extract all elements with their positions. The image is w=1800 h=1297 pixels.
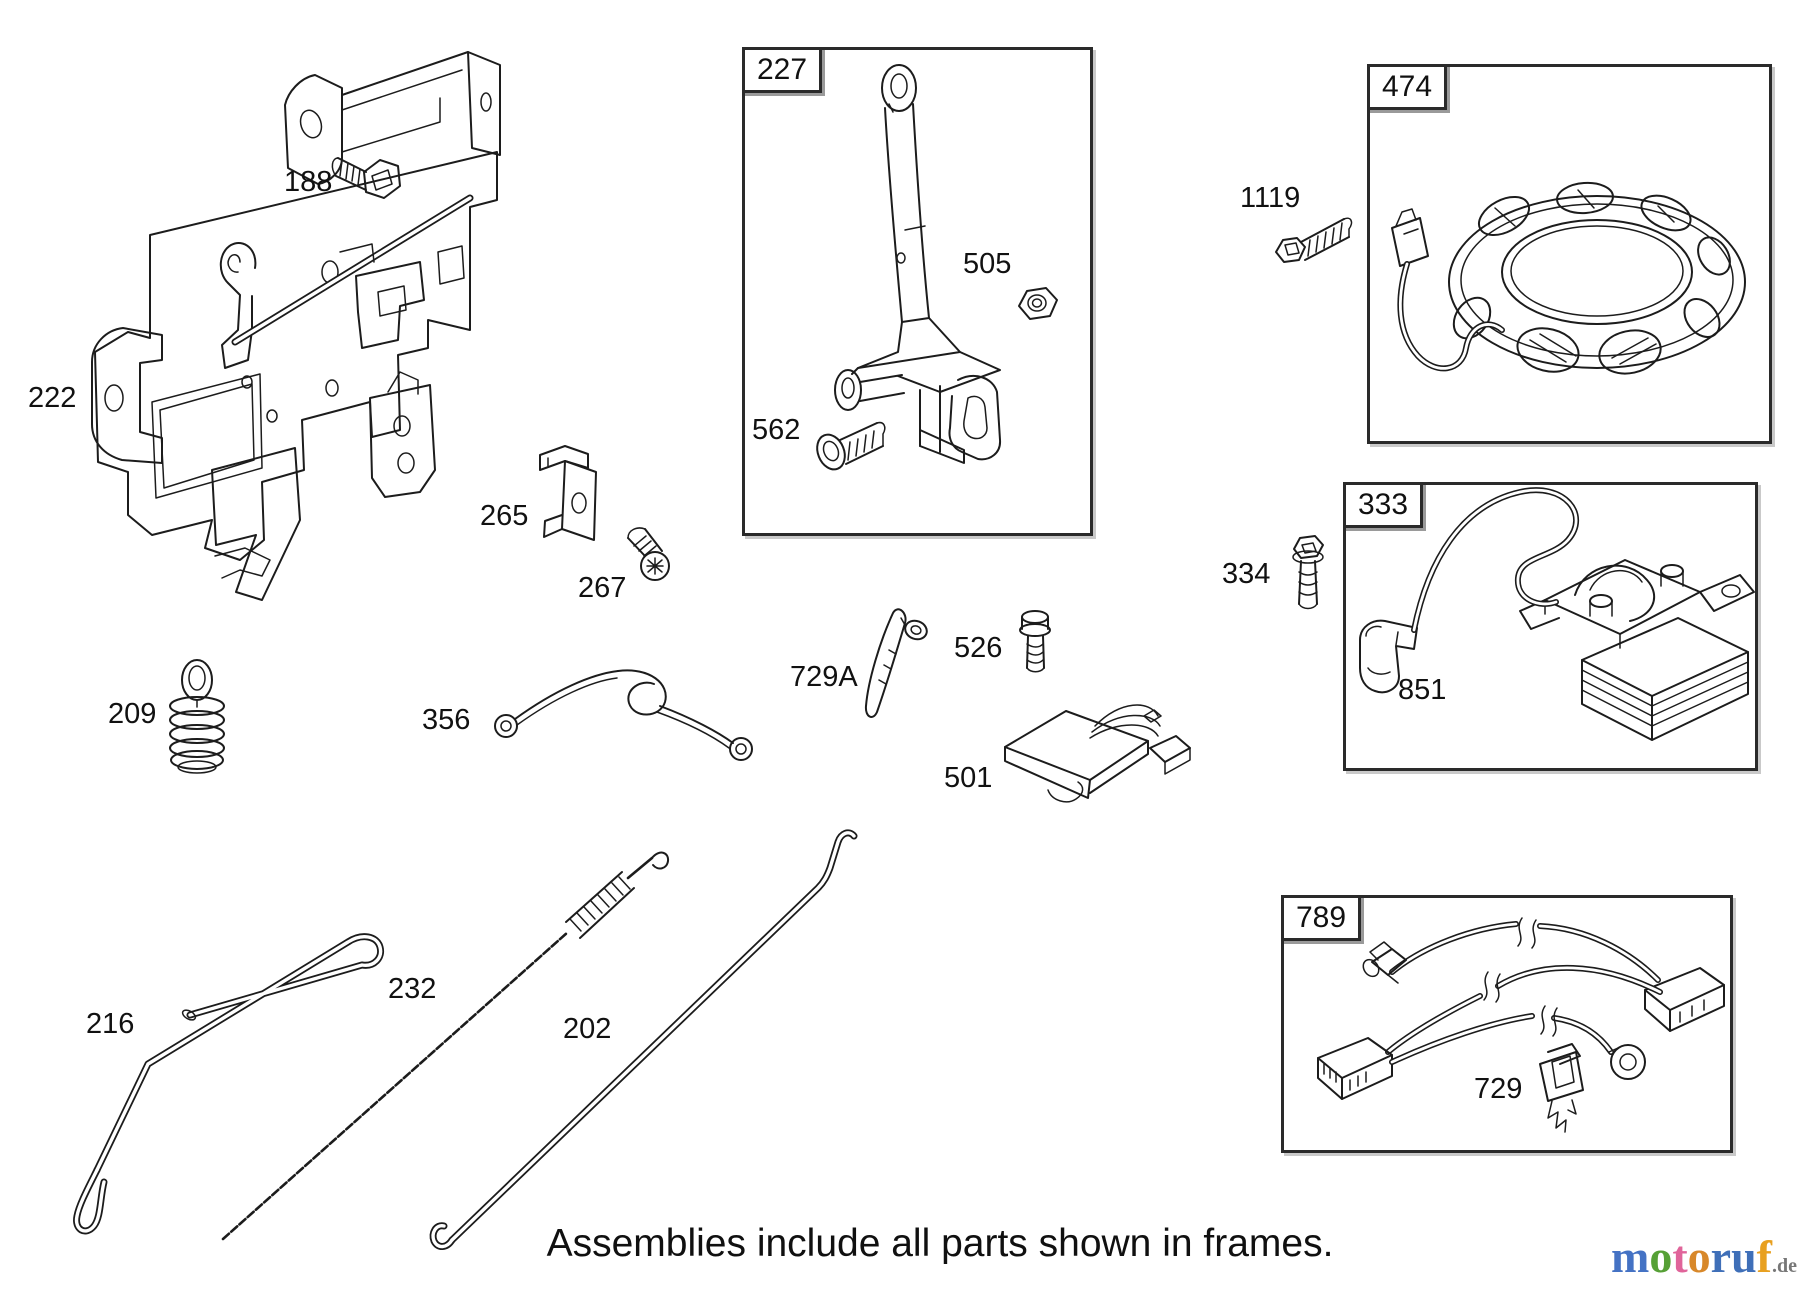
assembly-frame-789: 789 bbox=[1281, 895, 1733, 1153]
assembly-frame-333: 333 bbox=[1343, 482, 1758, 771]
motoruf-logo-suffix: .de bbox=[1772, 1255, 1797, 1277]
rod-216-drawing bbox=[73, 933, 385, 1235]
part-label-222: 222 bbox=[28, 382, 77, 414]
part-label-729: 729 bbox=[1474, 1073, 1523, 1105]
part-label-501: 501 bbox=[944, 762, 993, 794]
assembly-frame-227: 227 bbox=[742, 47, 1093, 536]
cable-356-drawing bbox=[494, 669, 753, 761]
clip-265-drawing bbox=[539, 445, 597, 541]
nut-505-drawing bbox=[1018, 287, 1058, 320]
cable-232-drawing bbox=[221, 851, 670, 1241]
part-label-265: 265 bbox=[480, 500, 529, 532]
stator-474-drawing bbox=[1391, 181, 1746, 375]
module-501-drawing bbox=[1004, 704, 1191, 803]
frame-label-333: 333 bbox=[1343, 482, 1423, 528]
throttle-lever-drawing bbox=[834, 64, 1002, 464]
assemblies-note: Assemblies include all parts shown in fr… bbox=[546, 1222, 1334, 1265]
part-label-851: 851 bbox=[1398, 674, 1447, 706]
part-label-729a: 729A bbox=[790, 661, 858, 693]
frame-label-789: 789 bbox=[1281, 895, 1361, 941]
part-label-562: 562 bbox=[752, 414, 801, 446]
part-label-209: 209 bbox=[108, 698, 157, 730]
bracket-assembly-drawing bbox=[91, 51, 501, 601]
bolt-334-drawing bbox=[1292, 535, 1324, 610]
part-label-356: 356 bbox=[422, 704, 471, 736]
part-label-334: 334 bbox=[1222, 558, 1271, 590]
frame-label-227: 227 bbox=[742, 47, 822, 93]
rod-202-drawing bbox=[429, 829, 858, 1250]
screw-267-drawing bbox=[627, 527, 670, 581]
part-label-232: 232 bbox=[388, 973, 437, 1005]
frame-label-474: 474 bbox=[1367, 64, 1447, 110]
harness-789-drawing bbox=[1317, 917, 1725, 1133]
assembly-frame-474: 474 bbox=[1367, 64, 1772, 444]
bolt-562-drawing bbox=[816, 421, 886, 471]
spring-209-drawing bbox=[169, 659, 225, 774]
part-label-1119: 1119 bbox=[1240, 182, 1301, 214]
bolt-188-drawing bbox=[331, 157, 401, 199]
motoruf-logo-word: motoruf bbox=[1611, 1231, 1772, 1282]
bolt-1119-drawing bbox=[1275, 217, 1353, 263]
motoruf-logo[interactable]: motoruf.de bbox=[1592, 1234, 1797, 1280]
part-label-267: 267 bbox=[578, 572, 627, 604]
part-label-526: 526 bbox=[954, 632, 1003, 664]
ignition-coil-333-drawing bbox=[1359, 487, 1755, 741]
part-label-216: 216 bbox=[86, 1008, 135, 1040]
loop-729a-drawing bbox=[864, 608, 928, 718]
part-label-505: 505 bbox=[963, 248, 1012, 280]
part-label-188: 188 bbox=[284, 166, 333, 198]
screw-526-drawing bbox=[1019, 610, 1051, 673]
part-label-202: 202 bbox=[563, 1013, 612, 1045]
